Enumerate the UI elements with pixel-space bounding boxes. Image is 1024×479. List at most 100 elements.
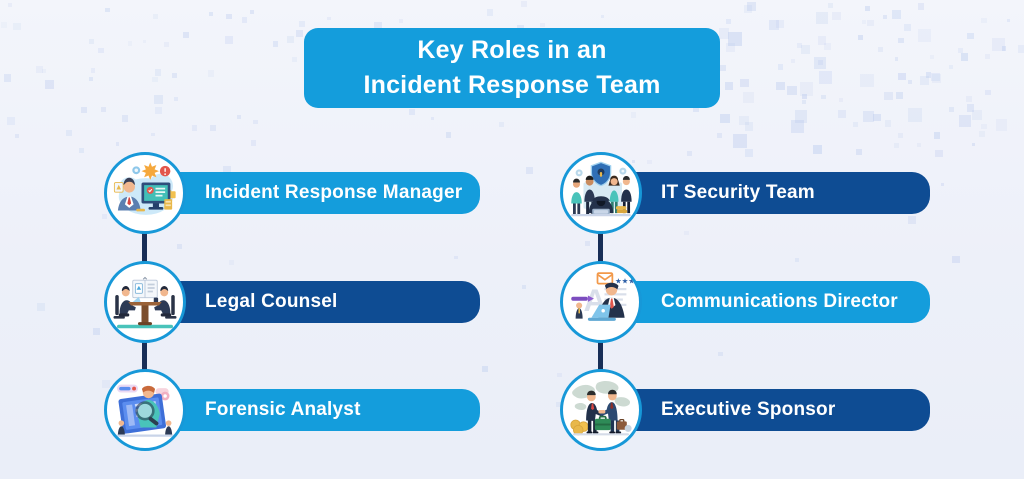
pixel-decor xyxy=(917,28,932,42)
pixel-decor xyxy=(98,47,104,54)
pixel-decor xyxy=(517,24,524,31)
pixel-decor xyxy=(958,48,963,53)
pixel-decor xyxy=(142,40,146,44)
pixel-decor xyxy=(1018,45,1024,53)
pixel-decor xyxy=(985,89,991,96)
role-label: Executive Sponsor xyxy=(661,399,836,420)
pixel-decor xyxy=(105,8,110,13)
pixel-decor xyxy=(557,372,562,378)
pixel-decor xyxy=(3,73,12,82)
pixel-decor xyxy=(88,39,94,45)
pixel-decor xyxy=(90,68,96,73)
pixel-decor xyxy=(817,36,827,45)
pixel-decor xyxy=(958,114,971,127)
pixel-decor xyxy=(482,366,488,372)
pixel-decor xyxy=(8,3,12,7)
pixel-decor xyxy=(855,148,863,156)
pixel-decor xyxy=(720,113,731,124)
pixel-decor xyxy=(907,216,916,225)
pixel-decor xyxy=(864,6,870,12)
pixel-decor xyxy=(898,132,904,138)
pixel-decor xyxy=(952,255,960,264)
pixel-decor xyxy=(163,41,169,47)
pixel-decor xyxy=(171,73,177,79)
pixel-decor xyxy=(832,11,841,20)
pixel-decor xyxy=(207,70,215,77)
pixel-decor xyxy=(224,36,233,45)
pixel-decor xyxy=(878,46,884,52)
pixel-decor xyxy=(127,40,133,46)
role-row-it-security-team: IT Security Team xyxy=(560,152,930,234)
legal-counsel-icon xyxy=(113,276,177,329)
svg-text:★★★: ★★★ xyxy=(615,277,635,286)
pixel-decor xyxy=(838,98,843,103)
pixel-decor xyxy=(174,96,179,101)
pixel-decor xyxy=(801,44,811,55)
pixel-decor xyxy=(632,159,636,164)
pixel-decor xyxy=(726,19,732,25)
pixel-decor xyxy=(250,139,257,146)
pixel-decor xyxy=(746,1,757,11)
pixel-decor xyxy=(791,120,804,133)
role-label: Communications Director xyxy=(661,291,898,312)
pixel-decor xyxy=(733,134,748,148)
pixel-decor xyxy=(153,14,158,19)
pixel-decor xyxy=(209,124,216,132)
incident-response-manager-icon xyxy=(113,162,176,215)
pixel-decor xyxy=(80,107,88,114)
pixel-decor xyxy=(374,22,382,30)
pixel-decor xyxy=(0,22,7,29)
pixel-decor xyxy=(917,142,922,147)
pixel-decor xyxy=(445,132,452,139)
role-icon-circle xyxy=(104,152,186,234)
pixel-decor xyxy=(898,37,904,44)
pixel-decor xyxy=(408,109,416,116)
pixel-decor xyxy=(931,73,940,82)
pixel-decor xyxy=(828,2,834,8)
pixel-decor xyxy=(985,54,991,60)
pixel-decor xyxy=(121,115,129,122)
pixel-decor xyxy=(739,116,749,126)
pixel-decor xyxy=(859,73,874,88)
pixel-decor xyxy=(540,22,545,28)
role-bar: Forensic Analyst xyxy=(160,389,480,431)
pixel-decor xyxy=(972,143,976,147)
role-label: Legal Counsel xyxy=(205,291,338,312)
pixel-decor xyxy=(858,34,864,40)
pixel-decor xyxy=(896,92,904,99)
pixel-decor xyxy=(296,29,304,38)
pixel-decor xyxy=(727,31,742,46)
role-bar: IT Security Team xyxy=(616,172,930,214)
pixel-decor xyxy=(430,116,434,121)
pixel-decor xyxy=(291,57,297,63)
pixel-decor xyxy=(88,76,93,81)
pixel-decor xyxy=(929,55,934,59)
pixel-decor xyxy=(971,109,983,121)
pixel-decor xyxy=(1006,18,1010,23)
pixel-decor xyxy=(815,11,829,24)
pixel-decor xyxy=(155,69,162,76)
pixel-decor xyxy=(744,148,754,158)
pixel-decor xyxy=(776,19,785,28)
pixel-decor xyxy=(790,58,795,63)
pixel-decor xyxy=(716,132,722,138)
pixel-decor xyxy=(719,64,727,72)
pixel-decor xyxy=(892,9,902,19)
pixel-decor xyxy=(794,110,807,123)
pixel-decor xyxy=(693,106,699,112)
role-bar: Incident Response Manager xyxy=(160,172,480,214)
pixel-decor xyxy=(932,74,942,84)
role-label: Forensic Analyst xyxy=(205,399,361,420)
pixel-decor xyxy=(853,122,858,127)
pixel-decor xyxy=(14,134,19,139)
pixel-decor xyxy=(819,70,833,84)
pixel-decor xyxy=(486,8,494,16)
pixel-decor xyxy=(684,230,690,236)
pixel-decor xyxy=(35,65,43,73)
pixel-decor xyxy=(154,107,163,115)
pixel-decor xyxy=(882,14,888,20)
pixel-decor xyxy=(769,20,780,31)
role-bar: Executive Sponsor xyxy=(616,389,930,431)
role-label: Incident Response Manager xyxy=(205,182,463,203)
pixel-decor xyxy=(1001,46,1007,51)
